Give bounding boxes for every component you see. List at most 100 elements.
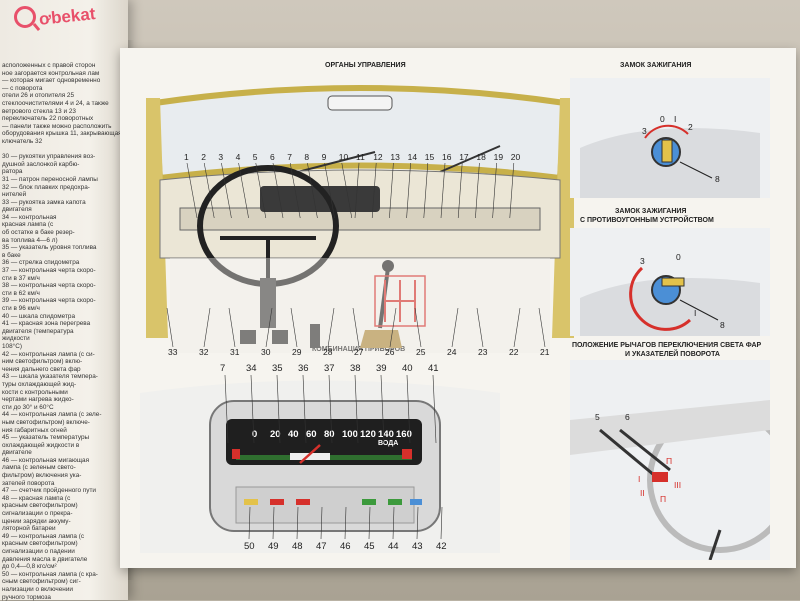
antitheft-lock-illustration: 3 0 I 8 bbox=[570, 228, 770, 336]
lever-pos-p1: П bbox=[666, 456, 672, 466]
caption-levers-2: И УКАЗАТЕЛЕЙ ПОВОРОТА bbox=[625, 351, 720, 358]
callout-number: 9 bbox=[322, 152, 327, 162]
callout-leader bbox=[423, 162, 429, 219]
cluster-callout-number: 46 bbox=[340, 541, 351, 552]
callout-number: 8 bbox=[304, 152, 309, 162]
callout-leader bbox=[289, 162, 301, 219]
gear-boot bbox=[360, 330, 402, 348]
callout-leader bbox=[392, 506, 395, 540]
callout-leader bbox=[679, 161, 713, 179]
callout-number: 33 bbox=[168, 347, 178, 357]
legend-line: лампа (с зеленым свето- bbox=[2, 464, 76, 472]
ignition-callout-8: 8 bbox=[715, 174, 720, 184]
caption-levers-1: ПОЛОЖЕНИЕ РЫЧАГОВ ПЕРЕКЛЮЧЕНИЯ СВЕТА ФАР bbox=[572, 342, 762, 349]
callout-leader bbox=[272, 162, 284, 219]
callout-leader bbox=[406, 374, 411, 444]
callout-number: 13 bbox=[390, 152, 400, 162]
lamp-parking-lights bbox=[388, 499, 402, 505]
callout-leader bbox=[475, 162, 480, 219]
legend-line: 41 — красная зона перегрева bbox=[2, 320, 91, 328]
shift-pattern bbox=[374, 275, 426, 327]
callout-number: 15 bbox=[425, 152, 435, 162]
legend-line: 108°С) bbox=[2, 342, 22, 350]
legend-line: ним светофильтром) вклю- bbox=[2, 358, 83, 366]
turn-signal-lever bbox=[619, 428, 671, 472]
warning-lamps-strip bbox=[235, 486, 415, 524]
key-pos-2: 2 bbox=[688, 122, 693, 132]
cluster-callout-number: 35 bbox=[272, 363, 283, 374]
caption-ignition-antitheft-1: ЗАМОК ЗАЖИГАНИЯ bbox=[615, 208, 687, 215]
callout-leader bbox=[276, 374, 281, 444]
legend-line: красным светофильтром) bbox=[2, 540, 78, 548]
legend-line: охлаждающей жидкости в bbox=[2, 441, 80, 449]
callout-leader bbox=[248, 506, 251, 540]
gear-knob bbox=[382, 260, 394, 272]
legend-line: ручного тормоза bbox=[2, 593, 51, 601]
lamp-high-beam bbox=[410, 499, 422, 505]
legend-line: 42 — контрольная лампа (с си- bbox=[2, 350, 95, 358]
callout-number: 28 bbox=[323, 347, 333, 357]
legend-line: душной заслонкой карбю- bbox=[2, 160, 80, 168]
callout-number: 23 bbox=[478, 347, 488, 357]
callout-number: 18 bbox=[476, 152, 486, 162]
levers-dashboard bbox=[570, 400, 770, 455]
caption-cluster: КОМБИНАЦИЯ ПРИБОРОВ bbox=[312, 346, 406, 353]
cluster-callout-number: 47 bbox=[316, 541, 327, 552]
lamp-battery bbox=[296, 499, 310, 505]
antitheft-callout-8: 8 bbox=[720, 320, 725, 330]
callout-leader bbox=[186, 162, 198, 219]
antitheft-column-shroud bbox=[580, 278, 760, 336]
instrument-hood bbox=[260, 186, 380, 212]
legend-line: щении зарядки аккуму- bbox=[2, 517, 71, 525]
speed-scale-label: 60 bbox=[306, 429, 317, 440]
key-rotation-arc bbox=[644, 124, 689, 139]
speed-scale-label: 160 bbox=[396, 429, 412, 440]
callout-leader bbox=[328, 374, 333, 444]
cluster-callout-number: 38 bbox=[350, 363, 361, 374]
speed-scale-label: 140 bbox=[378, 429, 394, 440]
callout-leader bbox=[538, 307, 546, 348]
lever-pos-p2: П bbox=[660, 494, 666, 504]
legend-line: 47 — счетчик пройденного пути bbox=[2, 487, 96, 495]
legend-line: сигнализации о прекра- bbox=[2, 510, 73, 518]
legend-line: чения дальнего света фар bbox=[2, 365, 81, 373]
lamp-turn-signal bbox=[362, 499, 376, 505]
callout-leader bbox=[250, 374, 255, 444]
cluster-callout-number: 45 bbox=[364, 541, 375, 552]
callout-leader bbox=[307, 162, 318, 219]
legend-line: сигнализации о падении bbox=[2, 548, 75, 555]
callout-leader bbox=[354, 374, 359, 444]
legend-line: 49 — контрольная лампа (с bbox=[2, 532, 85, 540]
legend-line: отели 26 и отопителя 25 bbox=[2, 92, 75, 100]
callout-number: 19 bbox=[494, 152, 504, 162]
left-pillar bbox=[146, 98, 168, 338]
speed-scale-label: 100 bbox=[342, 429, 358, 440]
callout-number: 25 bbox=[416, 347, 426, 357]
ignition-key-icon bbox=[661, 139, 673, 163]
cluster-callout-number: 37 bbox=[324, 363, 335, 374]
legend-line: стеклоочистителями 4 и 24, а также bbox=[2, 99, 109, 107]
legend-line: — которая мигает одновременно bbox=[2, 77, 101, 85]
caption-ignition-lock: ЗАМОК ЗАЖИГАНИЯ bbox=[620, 62, 692, 69]
speedometer-needle bbox=[299, 444, 321, 464]
legend-line: 33 — рукоятка замка капота bbox=[2, 198, 86, 206]
levers-gear-lever bbox=[708, 529, 722, 560]
lamp-handbrake bbox=[244, 499, 258, 505]
legend-line: до 0,4—0,8 кгс/см² bbox=[2, 563, 57, 571]
callout-leader bbox=[265, 307, 273, 348]
ignition-lock-illustration: 3 0 I 2 8 bbox=[570, 78, 770, 198]
lever-pos-ii: II bbox=[640, 488, 645, 498]
antitheft-rotation-arc bbox=[629, 266, 692, 331]
legend-line: 48 — красная лампа (с bbox=[2, 494, 71, 502]
pedal-brake bbox=[272, 330, 288, 344]
legend-line: 30 — рукоятки управления воз- bbox=[2, 153, 96, 161]
callout-leader bbox=[224, 374, 229, 444]
legend-line: 36 — стрелка спидометра bbox=[2, 259, 80, 267]
speed-scale-label: 120 bbox=[360, 429, 376, 440]
callout-leader bbox=[406, 162, 411, 219]
legend-line: 50 — контрольная лампа (с кра- bbox=[2, 570, 98, 578]
legend-line: ратора bbox=[2, 168, 23, 176]
speedometer-face bbox=[226, 419, 422, 465]
legend-line: кости с контрольными bbox=[2, 388, 68, 396]
callout-leader bbox=[476, 307, 484, 348]
